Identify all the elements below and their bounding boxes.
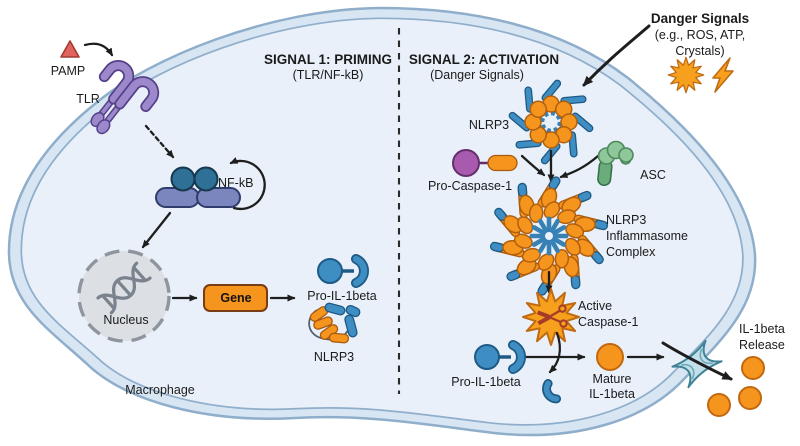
mature-il1beta-label-1: Mature [593,372,632,386]
nlrp3-ring-label: NLRP3 [469,118,509,132]
pamp-label: PAMP [51,64,86,78]
pro-il1beta-icon [317,254,369,288]
dna-icon [96,261,152,315]
mature-il1beta-icon [596,343,624,371]
signal2-title: SIGNAL 2: ACTIVATION [409,52,559,67]
danger-signals-line3: Crystals) [675,44,724,58]
tlr-receptor-icon [90,60,160,135]
pro-il1beta2-icon [474,340,526,374]
scissors-icon [536,304,568,328]
il1beta-release-label-1: IL-1beta [739,322,785,336]
membrane-channel-icon [671,339,723,389]
arrow-caspase-cleave [548,331,561,374]
inflammasome-complex-label-1: NLRP3 [606,213,646,227]
nfkb-complex-icon [155,166,241,208]
arrow-procaspase-converge [520,154,546,177]
arrow-nfkb-loop [229,157,266,211]
signal2-subtitle: (Danger Signals) [430,68,524,82]
signal1-subtitle: (TLR/NF-kB) [293,68,364,82]
danger-ros-icon [667,56,705,94]
arrow-asc-converge [559,154,600,179]
pro-caspase1-icon [452,149,518,177]
nucleus [77,249,171,343]
nlrp3-ring-icon [507,78,595,166]
active-caspase1-label-2: Caspase-1 [578,315,638,329]
macrophage-label: Macrophage [125,383,195,397]
arrow-nfkb-to-nucleus [141,211,172,249]
nucleus-label: Nucleus [103,313,148,327]
gene-label: Gene [220,291,251,305]
mature-il1beta-label-2: IL-1beta [589,387,635,401]
arrow-tlr-to-nfkb [144,124,175,159]
nlrp3-label: NLRP3 [314,350,354,364]
danger-lightning-icon [712,57,734,93]
inflammasome-complex-icon [486,174,612,298]
tlr-label: TLR [76,92,100,106]
cleaved-fragment-icon [542,379,562,404]
active-caspase1-label-1: Active [578,299,612,313]
il1beta-release-label-2: Release [739,338,785,352]
arrow-danger-to-nlrp3 [582,24,651,87]
arrow-channel-release [661,341,733,381]
asc-icon [597,140,634,187]
released-il1beta-icon [707,356,765,417]
pro-il1beta-label: Pro-IL-1beta [307,289,377,303]
gene-box [203,284,268,312]
asc-label: ASC [640,168,666,182]
inflammasome-complex-label-2: Inflammasome [606,229,688,243]
signal1-title: SIGNAL 1: PRIMING [264,52,392,67]
pro-caspase1-label: Pro-Caspase-1 [428,179,512,193]
pamp-triangle-icon [60,40,80,58]
danger-signals-title: Danger Signals [651,11,749,26]
nfkb-label: NF-kB [218,176,253,190]
pro-il1beta2-label: Pro-IL-1beta [451,375,521,389]
inflammasome-complex-label-3: Complex [606,245,656,259]
danger-signals-line2: (e.g., ROS, ATP, [655,28,746,42]
nlrp3-protein-icon [308,302,361,344]
arrow-pamp-to-tlr [83,42,114,57]
